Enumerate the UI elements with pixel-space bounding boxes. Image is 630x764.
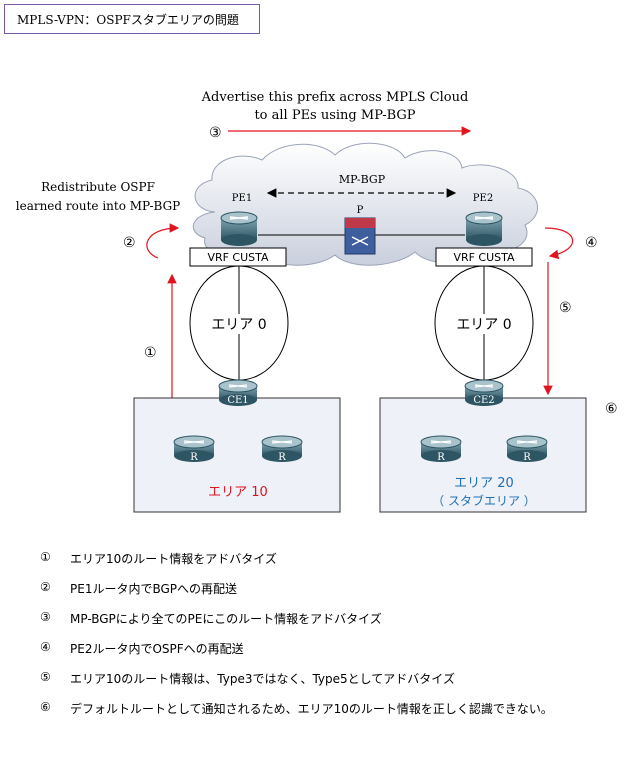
left-label-line1: Redistribute OSPF: [41, 180, 155, 194]
step-number: ③: [40, 610, 51, 624]
vrf-label-right: VRF CUSTA: [453, 251, 515, 264]
step-item: ⑥ デフォルトルートとして通知されるため、エリア10のルート情報を正しく認識できな…: [40, 700, 553, 730]
vrf-label-left: VRF CUSTA: [207, 251, 269, 264]
pe2-label: PE2: [473, 193, 493, 204]
mp-bgp-label: MP-BGP: [339, 173, 386, 186]
area20-sub-label: （ スタブエリア ）: [432, 493, 536, 508]
router-area20-b: [506, 435, 548, 462]
area20-label: エリア 20: [454, 476, 514, 491]
router-area20-b-label: R: [523, 452, 531, 463]
marker-6: ⑥: [605, 401, 618, 417]
router-area20-a: [420, 435, 462, 462]
step-text: エリア10のルート情報をアドバタイズ: [70, 552, 277, 566]
step-text: MP-BGPにより全てのPEにこのルート情報をアドバタイズ: [70, 612, 382, 626]
step-item: ⑤ エリア10のルート情報は、Type3ではなく、Type5としてアドバタイズ: [40, 670, 553, 700]
arrow-4: [544, 227, 574, 260]
router-area10-a: [173, 435, 215, 462]
marker-1: ①: [144, 345, 157, 361]
switch-p: [344, 217, 376, 255]
step-number: ②: [40, 580, 51, 594]
ce1-label: CE1: [227, 395, 248, 406]
marker-4: ④: [585, 235, 598, 251]
area20-box: [379, 397, 587, 513]
step-number: ⑥: [40, 700, 51, 714]
step-number: ⑤: [40, 670, 51, 684]
pe1-label: PE1: [232, 193, 252, 204]
marker-5: ⑤: [559, 300, 572, 316]
arrow-2: [146, 223, 180, 259]
step-number: ①: [40, 550, 51, 564]
marker-3: ③: [209, 125, 222, 141]
ce2-label: CE2: [473, 395, 494, 406]
step-item: ③ MP-BGPにより全てのPEにこのルート情報をアドバタイズ: [40, 610, 553, 640]
top-label-line2: to all PEs using MP-BGP: [254, 108, 415, 123]
router-ce1: [218, 379, 258, 406]
area0-label-right: エリア 0: [456, 317, 511, 333]
network-diagram: Advertise this prefix across MPLS Cloud …: [16, 90, 618, 513]
top-label-line1: Advertise this prefix across MPLS Cloud: [201, 90, 469, 105]
area10-label: エリア 10: [208, 485, 268, 500]
step-item: ④ PE2ルータ内でOSPFへの再配送: [40, 640, 553, 670]
left-label-line2: learned route into MP-BGP: [16, 199, 180, 213]
step-text: PE1ルータ内でBGPへの再配送: [70, 582, 238, 596]
step-text: PE2ルータ内でOSPFへの再配送: [70, 642, 244, 656]
router-area10-b: [261, 435, 303, 462]
step-text: エリア10のルート情報は、Type3ではなく、Type5としてアドバタイズ: [70, 672, 455, 686]
router-area10-a-label: R: [190, 452, 198, 463]
router-area10-b-label: R: [278, 452, 286, 463]
step-item: ① エリア10のルート情報をアドバタイズ: [40, 550, 553, 580]
p-label: P: [357, 205, 364, 216]
area0-label-left: エリア 0: [211, 317, 266, 333]
area10-box: [133, 397, 341, 513]
title-box: MPLS-VPN：OSPFスタブエリアの問題: [4, 4, 260, 34]
router-area20-a-label: R: [437, 452, 445, 463]
step-text: デフォルトルートとして通知されるため、エリア10のルート情報を正しく認識できない…: [70, 702, 553, 716]
router-ce2: [464, 379, 504, 406]
marker-2: ②: [123, 235, 136, 251]
router-pe2: [465, 211, 503, 246]
step-number: ④: [40, 640, 51, 654]
router-pe1: [220, 211, 258, 246]
step-list: ① エリア10のルート情報をアドバタイズ ② PE1ルータ内でBGPへの再配送 ③ M…: [40, 550, 553, 730]
step-item: ② PE1ルータ内でBGPへの再配送: [40, 580, 553, 610]
page-title: MPLS-VPN：OSPFスタブエリアの問題: [17, 12, 239, 27]
